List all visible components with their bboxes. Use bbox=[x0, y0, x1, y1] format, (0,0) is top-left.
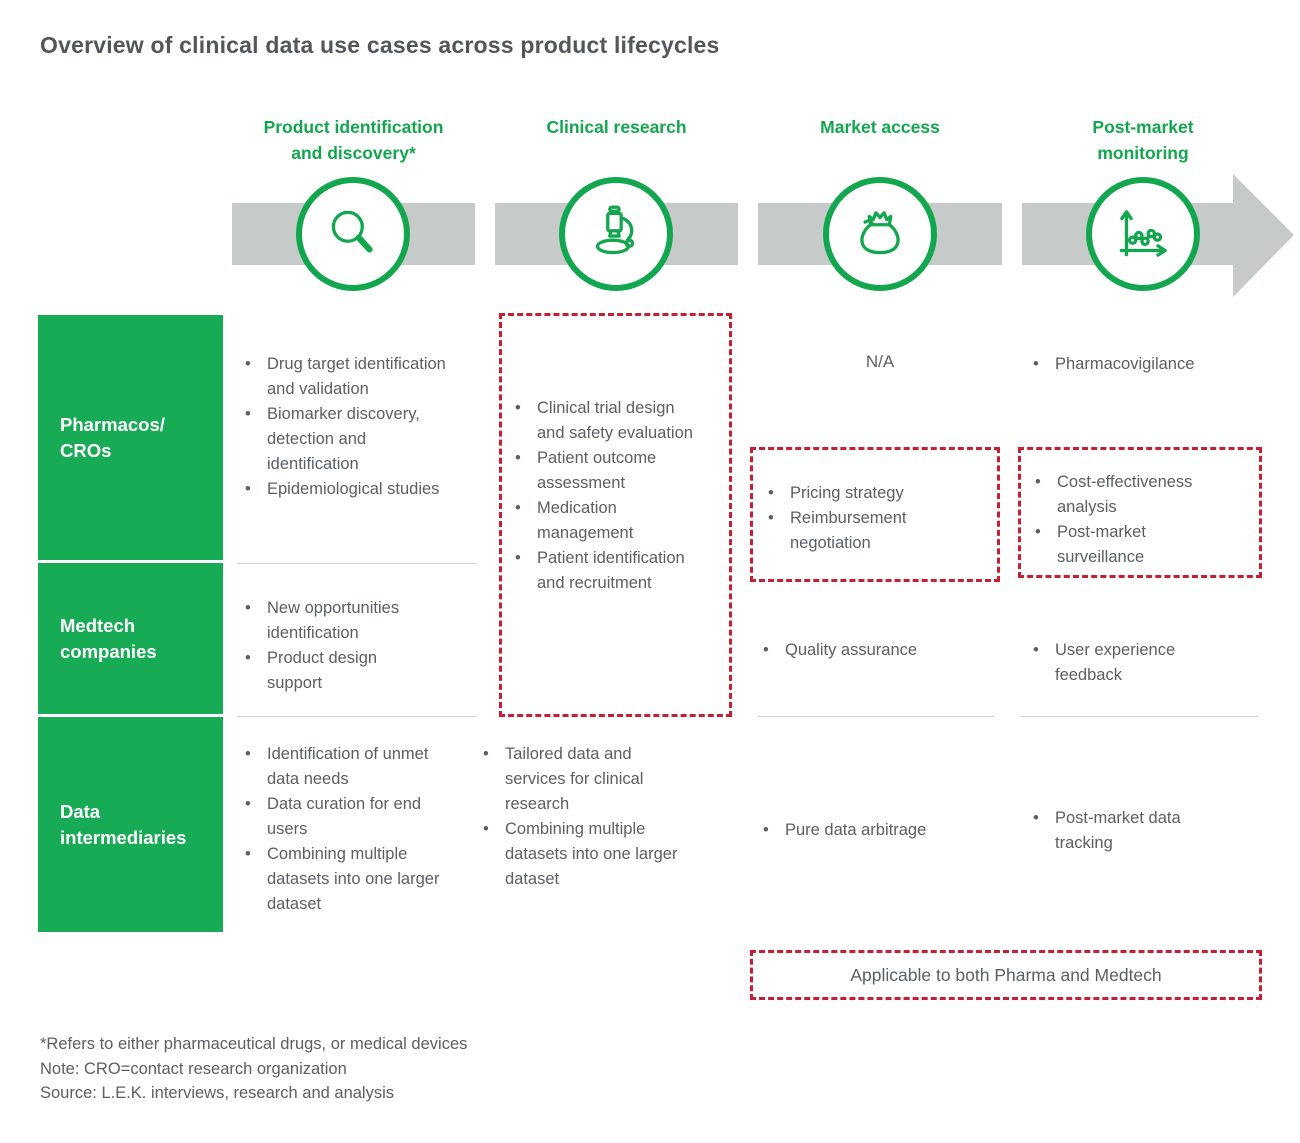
cell-shared-market-access: Pricing strategyReimbursement negotiatio… bbox=[763, 481, 963, 556]
bullet-item: Epidemiological studies bbox=[240, 477, 462, 502]
footnote-asterisk: *Refers to either pharmaceutical drugs, … bbox=[40, 1035, 468, 1053]
bullet-item: Patient identification and recruitment bbox=[510, 546, 705, 596]
stage-icon-circle bbox=[296, 177, 410, 291]
cell-data-intermediaries-market-access: Pure data arbitrage bbox=[758, 818, 988, 843]
bullet-item: New opportunities identification bbox=[240, 596, 435, 646]
row-label-text: Pharmacos/ CROs bbox=[60, 413, 165, 461]
stage-icon-circle bbox=[823, 177, 937, 291]
bullet-item: Data curation for end users bbox=[240, 792, 462, 842]
lifecycle-arrow-head-icon bbox=[1233, 174, 1294, 297]
bullet-item: Medication management bbox=[510, 496, 705, 546]
bullet-item: Combining multiple datasets into one lar… bbox=[240, 842, 462, 917]
bullet-item: Tailored data and services for clinical … bbox=[478, 742, 690, 817]
bullet-item: Quality assurance bbox=[758, 638, 978, 663]
bullet-item: Biomarker discovery, detection and ident… bbox=[240, 402, 462, 477]
bullet-item: Clinical trial design and safety evaluat… bbox=[510, 396, 705, 446]
cell-data-intermediaries-product-discovery: Identification of unmet data needsData c… bbox=[240, 742, 462, 917]
bullet-item: Drug target identification and validatio… bbox=[240, 352, 462, 402]
cell-medtech-postmarket: User experience feedback bbox=[1028, 638, 1225, 688]
column-header-clinical-research: Clinical research bbox=[546, 117, 687, 137]
bullet-item: User experience feedback bbox=[1028, 638, 1225, 688]
cell-shared-clinical-research: Clinical trial design and safety evaluat… bbox=[510, 396, 705, 596]
cell-pharmacos-postmarket: Pharmacovigilance bbox=[1028, 352, 1258, 377]
row-label-text: Data intermediaries bbox=[60, 800, 187, 848]
footnote-source: Source: L.E.K. interviews, research and … bbox=[40, 1084, 395, 1102]
footnotes: *Refers to either pharmaceutical drugs, … bbox=[40, 1032, 467, 1106]
stage-icon-circle bbox=[1086, 177, 1200, 291]
bullet-item: Post-market surveillance bbox=[1030, 520, 1227, 570]
shared-highlight-box-clinical-research bbox=[499, 313, 732, 717]
money-bag-icon bbox=[860, 211, 900, 255]
bullet-item: Combining multiple datasets into one lar… bbox=[478, 817, 690, 892]
bullet-item: Product design support bbox=[240, 646, 435, 696]
cell-pharmacos-market-access-na: N/A bbox=[865, 352, 895, 371]
page-title: Overview of clinical data use cases acro… bbox=[40, 32, 720, 58]
column-header-product-discovery: Product identification and discovery* bbox=[263, 117, 444, 163]
row-label-pharmacos-cros: Pharmacos/ CROs bbox=[38, 315, 223, 560]
shared-highlight-box-market-access bbox=[750, 447, 1000, 582]
footnote-note: Note: CRO=contact research organization bbox=[40, 1059, 347, 1078]
row-label-medtech-companies: Medtech companies bbox=[38, 563, 223, 714]
cell-medtech-product-discovery: New opportunities identificationProduct … bbox=[240, 596, 435, 696]
row-label-text: Medtech companies bbox=[60, 614, 157, 662]
column-header-market-access: Market access bbox=[820, 117, 940, 137]
legend-text: Applicable to both Pharma and Medtech bbox=[850, 964, 1162, 985]
cell-data-intermediaries-postmarket: Post-market data tracking bbox=[1028, 806, 1231, 856]
cell-divider bbox=[237, 563, 477, 564]
microscope-icon bbox=[595, 205, 635, 255]
bullet-item: Cost-effectiveness analysis bbox=[1030, 470, 1227, 520]
stage-icon-circle bbox=[559, 177, 673, 291]
cell-shared-postmarket: Cost-effectiveness analysisPost-market s… bbox=[1030, 470, 1227, 570]
bullet-item: Post-market data tracking bbox=[1028, 806, 1231, 856]
cell-data-intermediaries-clinical-research: Tailored data and services for clinical … bbox=[478, 742, 690, 892]
legend-applicable-to-both: Applicable to both Pharma and Medtech bbox=[750, 950, 1262, 1000]
trend-chart-icon bbox=[1119, 210, 1167, 257]
bullet-item: Reimbursement negotiation bbox=[763, 506, 963, 556]
cell-divider bbox=[758, 716, 994, 717]
column-header-post-market: Post-market monitoring bbox=[1092, 117, 1194, 163]
cell-medtech-market-access: Quality assurance bbox=[758, 638, 978, 663]
row-label-data-intermediaries: Data intermediaries bbox=[38, 717, 223, 932]
bullet-item: Pure data arbitrage bbox=[758, 818, 988, 843]
magnifier-icon bbox=[331, 210, 373, 253]
bullet-item: Pricing strategy bbox=[763, 481, 963, 506]
shared-highlight-box-postmarket bbox=[1018, 447, 1262, 578]
bullet-item: Identification of unmet data needs bbox=[240, 742, 462, 792]
cell-divider bbox=[1020, 716, 1258, 717]
cell-pharmacos-product-discovery: Drug target identification and validatio… bbox=[240, 352, 462, 502]
bullet-item: Patient outcome assessment bbox=[510, 446, 705, 496]
bullet-item: Pharmacovigilance bbox=[1028, 352, 1258, 377]
cell-divider bbox=[237, 716, 477, 717]
